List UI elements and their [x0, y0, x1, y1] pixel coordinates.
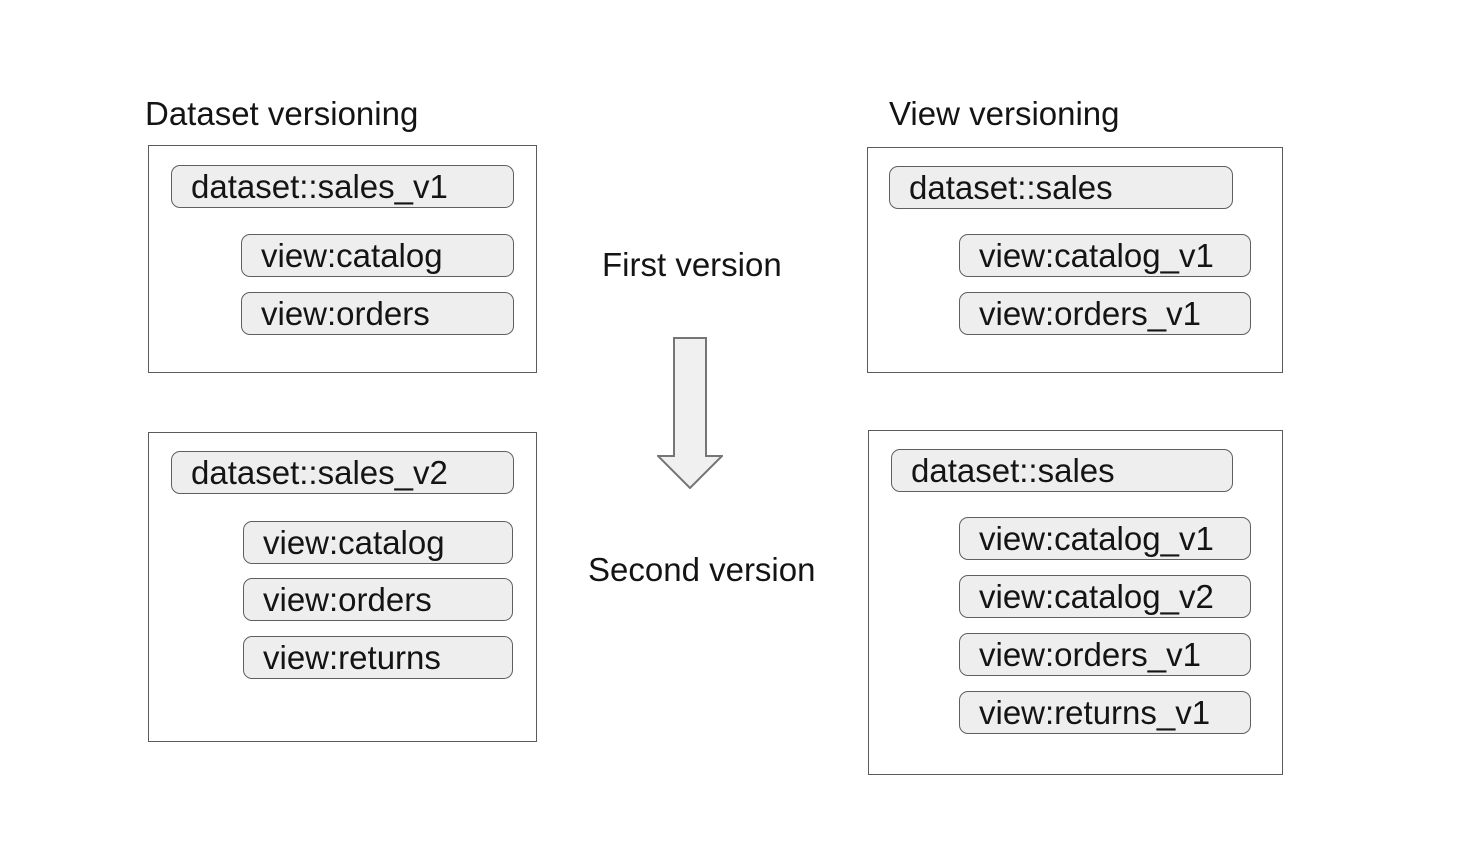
view-pill: view:catalog_v1	[959, 517, 1251, 560]
view-pill: view:orders	[241, 292, 514, 335]
view-pill: view:orders	[243, 578, 513, 621]
view-pill: view:catalog	[243, 521, 513, 564]
view-versioning-v2-box: dataset::sales view:catalog_v1 view:cata…	[868, 430, 1283, 775]
dataset-pill: dataset::sales_v2	[171, 451, 514, 494]
view-pill: view:returns	[243, 636, 513, 679]
second-version-label: Second version	[588, 551, 816, 588]
view-pill: view:catalog_v1	[959, 234, 1251, 277]
view-pill: view:returns_v1	[959, 691, 1251, 734]
dataset-pill: dataset::sales	[891, 449, 1233, 492]
dataset-versioning-v1-box: dataset::sales_v1 view:catalog view:orde…	[148, 145, 537, 373]
dataset-versioning-v2-box: dataset::sales_v2 view:catalog view:orde…	[148, 432, 537, 742]
dataset-pill: dataset::sales	[889, 166, 1233, 209]
dataset-pill: dataset::sales_v1	[171, 165, 514, 208]
view-pill: view:catalog	[241, 234, 514, 277]
view-pill: view:orders_v1	[959, 292, 1251, 335]
view-versioning-v1-box: dataset::sales view:catalog_v1 view:orde…	[867, 147, 1283, 373]
down-arrow-icon	[655, 337, 725, 490]
view-pill: view:catalog_v2	[959, 575, 1251, 618]
view-pill: view:orders_v1	[959, 633, 1251, 676]
view-versioning-title: View versioning	[889, 95, 1120, 132]
first-version-label: First version	[602, 246, 782, 283]
dataset-versioning-title: Dataset versioning	[145, 95, 419, 132]
